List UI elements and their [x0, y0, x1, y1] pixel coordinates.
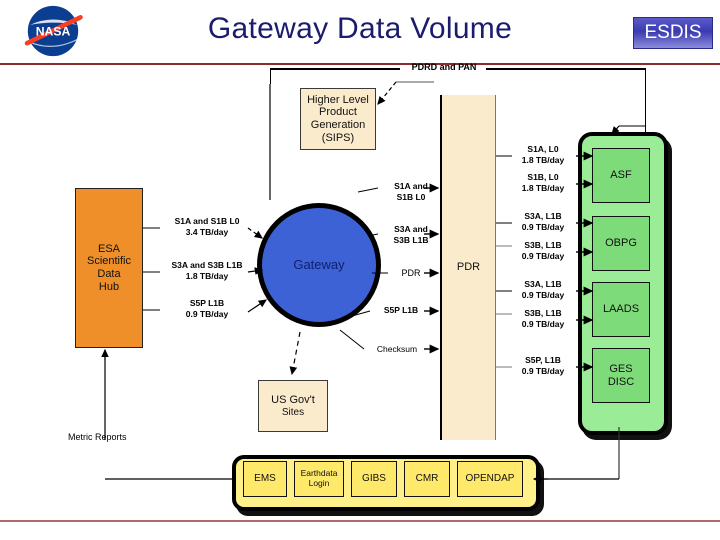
left-flow-1-product: S3A and S3B L1B — [171, 260, 243, 270]
right-flow-3-rate: 0.9 TB/day — [521, 250, 565, 261]
esa-hub-line-3: Data — [97, 268, 121, 280]
node-pdr-column: PDR — [440, 95, 496, 440]
service-cmr: CMR — [404, 461, 450, 497]
right-flow-0-product: S1A, L0 — [527, 144, 559, 154]
right-flow-2-rate: 0.9 TB/day — [521, 221, 565, 232]
right-flow-1: S1B, L0 1.8 TB/day — [512, 172, 574, 193]
right-flow-0: S1A, L0 1.8 TB/day — [512, 144, 574, 165]
metric-reports-label: Metric Reports — [68, 432, 127, 442]
ges-disc-line-1: GES — [609, 362, 633, 375]
center-flow-4: Checksum — [376, 344, 418, 354]
earthdata-login-line-2: Login — [308, 478, 330, 488]
center-flow-0: S1A and S1B L0 — [380, 181, 442, 202]
right-flow-2-product: S3A, L1B — [524, 211, 562, 221]
right-flow-4-product: S3A, L1B — [524, 279, 562, 289]
node-esa-scientific-data-hub: ESA Scientific Data Hub — [75, 188, 143, 348]
right-flow-1-product: S1B, L0 — [527, 172, 559, 182]
right-flow-5-product: S3B, L1B — [524, 308, 562, 318]
daac-asf: ASF — [592, 148, 650, 203]
right-flow-1-rate: 1.8 TB/day — [521, 182, 565, 193]
node-us-govt-sites: US Gov't Sites — [258, 380, 328, 432]
node-sips: Higher Level Product Generation (SIPS) — [300, 88, 376, 150]
service-ems: EMS — [243, 461, 287, 497]
left-flow-2-product: S5P L1B — [189, 298, 225, 308]
earthdata-login-line-1: Earthdata — [300, 468, 338, 479]
sips-line-1: Higher Level — [307, 93, 369, 106]
left-flow-0-rate: 3.4 TB/day — [185, 226, 229, 237]
center-flow-2: PDR — [401, 268, 421, 278]
daac-obpg: OBPG — [592, 216, 650, 271]
left-flow-2: S5P L1B 0.9 TB/day — [152, 298, 262, 319]
service-earthdata-login: Earthdata Login — [294, 461, 344, 497]
sips-line-4: (SIPS) — [321, 131, 355, 144]
service-gibs: GIBS — [351, 461, 397, 497]
left-flow-0: S1A and S1B L0 3.4 TB/day — [152, 216, 262, 237]
pdrd-rail-left — [270, 68, 400, 70]
right-flow-6: S5P, L1B 0.9 TB/day — [512, 355, 574, 376]
us-govt-line-1: US Gov't — [271, 393, 315, 406]
right-flow-4-rate: 0.9 TB/day — [521, 289, 565, 300]
right-flow-3-product: S3B, L1B — [524, 240, 562, 250]
right-flow-4: S3A, L1B 0.9 TB/day — [512, 279, 574, 300]
right-flow-6-product: S5P, L1B — [525, 355, 561, 365]
node-gateway: Gateway — [257, 203, 381, 327]
left-flow-1-rate: 1.8 TB/day — [185, 270, 229, 281]
right-flow-0-rate: 1.8 TB/day — [521, 154, 565, 165]
nasa-logo-icon: NASA — [14, 2, 92, 60]
left-flow-1: S3A and S3B L1B 1.8 TB/day — [152, 260, 262, 281]
left-flow-0-product: S1A and S1B L0 — [174, 216, 240, 226]
us-govt-line-2: Sites — [281, 406, 305, 418]
center-flow-0-line-1: S1A and — [394, 181, 428, 191]
left-flow-2-rate: 0.9 TB/day — [185, 308, 229, 319]
pdrd-rail-right — [486, 68, 646, 70]
svg-text:NASA: NASA — [36, 25, 71, 39]
daac-ges-disc: GES DISC — [592, 348, 650, 403]
footer-divider — [0, 520, 720, 522]
service-opendap: OPENDAP — [457, 461, 523, 497]
center-flow-1-line-2: S3B L1B — [393, 234, 429, 245]
page-title: Gateway Data Volume — [207, 12, 513, 45]
esa-hub-line-4: Hub — [98, 280, 120, 293]
esdis-badge: ESDIS — [633, 17, 713, 49]
header-divider — [0, 63, 720, 65]
esa-hub-line-2: Scientific — [86, 255, 132, 268]
esa-hub-line-1: ESA — [97, 242, 120, 255]
center-flow-3: S5P L1B — [383, 305, 419, 315]
daac-laads: LAADS — [592, 282, 650, 337]
right-flow-5: S3B, L1B 0.9 TB/day — [512, 308, 574, 329]
pdrd-drop-left — [270, 68, 271, 84]
right-flow-2: S3A, L1B 0.9 TB/day — [512, 211, 574, 232]
pdrd-and-pan-label: PDRD and PAN — [411, 62, 477, 72]
right-flow-6-rate: 0.9 TB/day — [521, 365, 565, 376]
ges-disc-line-2: DISC — [607, 375, 635, 388]
sips-line-3: Generation — [310, 119, 366, 131]
right-flow-3: S3B, L1B 0.9 TB/day — [512, 240, 574, 261]
center-flow-1: S3A and S3B L1B — [380, 224, 442, 245]
right-flow-5-rate: 0.9 TB/day — [521, 318, 565, 329]
sips-line-2: Product — [319, 106, 357, 119]
pdrd-drop-right — [645, 68, 646, 134]
center-flow-0-line-2: S1B L0 — [396, 191, 426, 202]
center-flow-1-line-1: S3A and — [394, 224, 428, 234]
